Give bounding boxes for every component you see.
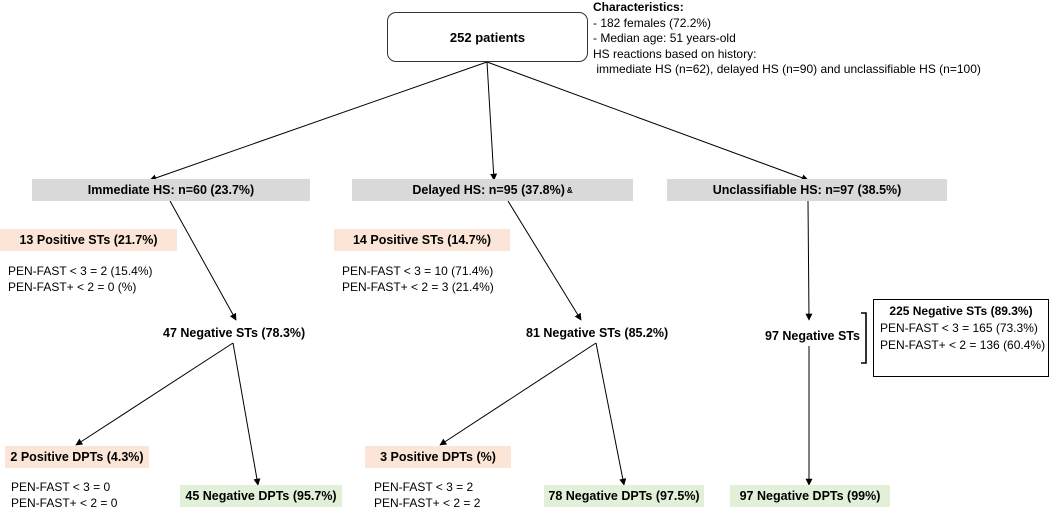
score-line: PEN-FAST < 3 = 0 (11, 480, 111, 494)
score-line: PEN-FAST < 3 = 2 (374, 480, 474, 494)
immediate-positive-dpts-box: 2 Positive DPTs (4.3%) (5, 446, 149, 468)
delayed-positive-dpts-label: 3 Positive DPTs (%) (380, 450, 496, 464)
score-line: PEN-FAST < 3 = 10 (71.4%) (342, 264, 494, 278)
delayed-hs-title: Delayed HS: n=95 (37.8%) (412, 183, 565, 197)
unclassifiable-negative-dpts-box: 97 Negative DPTs (99%) (730, 485, 890, 507)
immediate-negative-dpts-box: 45 Negative DPTs (95.7%) (180, 485, 342, 507)
delayed-positive-sts-box: 14 Positive STs (14.7%) (334, 229, 510, 251)
summary-line: PEN-FAST+ < 2 = 136 (60.4%) (880, 338, 1046, 352)
unclassifiable-hs-title: Unclassifiable HS: n=97 (38.5%) (712, 183, 902, 197)
arrow-delayed-negative-sts (507, 200, 582, 321)
delayed-positive-dpts-box: 3 Positive DPTs (%) (365, 446, 511, 468)
characteristics-line: immediate HS (n=62), delayed HS (n=90) a… (593, 62, 981, 76)
immediate-hs-title: Immediate HS: n=60 (23.7%) (87, 183, 255, 197)
immediate-negative-dpts-label: 45 Negative DPTs (95.7%) (185, 489, 337, 503)
delayed-positive-sts-label: 14 Positive STs (14.7%) (352, 233, 492, 247)
root-label: 252 patients (449, 29, 526, 45)
arrow-root-unclassifiable (486, 61, 809, 182)
immediate-hs-box: Immediate HS: n=60 (23.7%) (32, 179, 310, 201)
delayed-positive-sts-scores: PEN-FAST < 3 = 10 (71.4%) PEN-FAST+ < 2 … (342, 263, 494, 295)
immediate-positive-sts-scores: PEN-FAST < 3 = 2 (15.4%) PEN-FAST+ < 2 =… (8, 263, 153, 295)
score-line: PEN-FAST+ < 2 = 0 (11, 496, 118, 510)
delayed-hs-title-mark: & (566, 185, 573, 195)
delayed-negative-sts: 81 Negative STs (85.2%) (526, 326, 669, 340)
immediate-positive-sts-label: 13 Positive STs (21.7%) (19, 233, 158, 247)
characteristics-line: - 182 females (72.2%) (593, 15, 712, 30)
characteristics-heading: Characteristics: (593, 0, 684, 14)
unclassifiable-hs-box: Unclassifiable HS: n=97 (38.5%) (667, 179, 947, 201)
characteristics-line: - Median age: 51 years-old (593, 31, 736, 45)
score-line: PEN-FAST+ < 2 = 0 (%) (8, 280, 137, 294)
arrow-delayed-positive-dpts (439, 342, 597, 446)
immediate-positive-dpts-label: 2 Positive DPTs (4.3%) (10, 450, 144, 464)
unclassifiable-negative-dpts-label: 97 Negative DPTs (99%) (739, 489, 881, 503)
arrow-immediate-positive-dpts (75, 342, 234, 446)
immediate-positive-dpts-scores: PEN-FAST < 3 = 0 PEN-FAST+ < 2 = 0 (11, 479, 117, 511)
score-line: PEN-FAST+ < 2 = 2 (374, 496, 481, 510)
arrow-root-delayed (486, 61, 498, 181)
arrow-unclassifiable-negative-sts (805, 200, 813, 321)
arrow-root-immediate (149, 61, 488, 182)
delayed-negative-dpts-label: 78 Negative DPTs (97.5%) (548, 489, 700, 503)
unclassifiable-negative-sts: 97 Negative STs (765, 329, 860, 343)
root-node: 252 patients (387, 12, 588, 62)
arrow-immediate-negative-dpts (232, 342, 261, 486)
score-line: PEN-FAST < 3 = 2 (15.4%) (8, 264, 153, 278)
delayed-negative-dpts-box: 78 Negative DPTs (97.5%) (544, 485, 704, 507)
delayed-positive-dpts-scores: PEN-FAST < 3 = 2 PEN-FAST+ < 2 = 2 (374, 479, 480, 511)
summary-bracket (861, 312, 867, 364)
immediate-negative-sts: 47 Negative STs (78.3%) (163, 326, 306, 340)
score-line: PEN-FAST+ < 2 = 3 (21.4%) (342, 280, 494, 294)
summary-line: PEN-FAST < 3 = 165 (73.3%) (880, 321, 1038, 335)
characteristics-text: Characteristics: - 182 females (72.2%) -… (593, 0, 981, 78)
delayed-hs-box: Delayed HS: n=95 (37.8%) & (352, 179, 633, 201)
immediate-positive-sts-box: 13 Positive STs (21.7%) (0, 229, 177, 251)
characteristics-line: HS reactions based on history: (593, 46, 757, 61)
arrow-delayed-negative-dpts (595, 342, 627, 486)
summary-title: 225 Negative STs (89.3%) (889, 304, 1033, 318)
negative-sts-summary-box: 225 Negative STs (89.3%) PEN-FAST < 3 = … (873, 299, 1049, 377)
arrow-immediate-negative-sts (169, 200, 237, 321)
